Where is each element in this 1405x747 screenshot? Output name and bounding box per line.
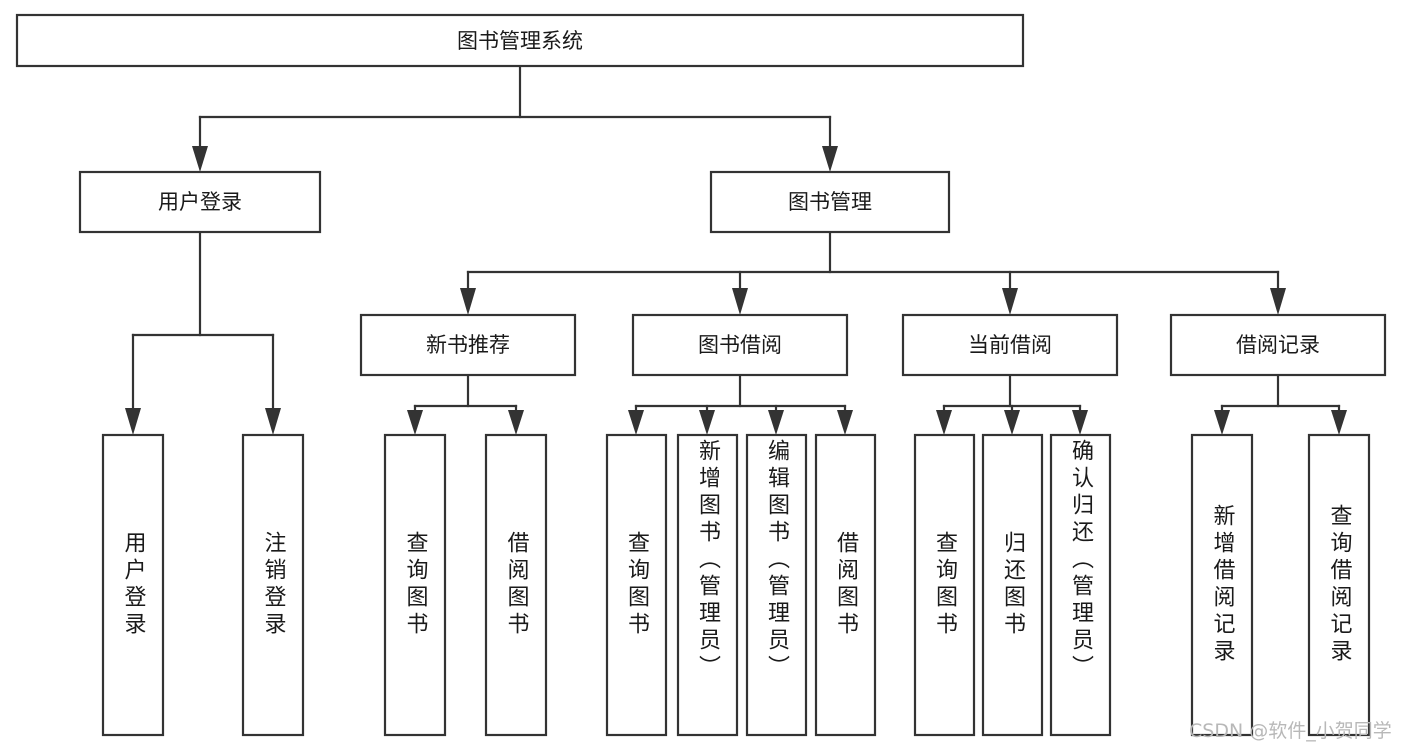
connector-group-root [192,64,838,172]
connector-group-current-borrow [936,373,1088,435]
node-leaf-user-login-rect[interactable] [101,433,165,737]
node-user-login-label: 用户登录 [158,190,242,214]
arrow-head-book-borrow [732,288,748,315]
arrow-head-user-login [192,146,208,172]
node-leaf-add-record-rect[interactable] [1190,433,1254,737]
node-book-borrow-rect[interactable] [631,313,849,377]
node-new-book-recommend-label: 新书推荐 [426,333,510,357]
leaf-boxes [101,433,1371,737]
node-root-label: 图书管理系统 [457,29,583,53]
node-leaf-edit-book-rect[interactable] [745,433,808,737]
arrow-head-current-borrow [1002,288,1018,315]
arrow-head-leaf-borrow-book [837,410,853,435]
node-book-manage[interactable]: 图书管理 [709,170,951,234]
node-root-rect[interactable] [15,13,1025,68]
node-leaf-logout-rect[interactable] [241,433,305,737]
connector-group-book-borrow [628,373,853,435]
node-leaf-return-book-rect[interactable] [981,433,1044,737]
node-root[interactable]: 图书管理系统 [15,13,1025,68]
arrow-head-leaf-return-book [1004,410,1020,435]
arrow-head-leaf-logout [265,408,281,435]
node-current-borrow[interactable]: 当前借阅 [901,313,1119,377]
arrow-head-leaf-user-login [125,408,141,435]
watermark-text: CSDN @软件_小贺同学 [1189,720,1392,742]
node-user-login-rect[interactable] [78,170,322,234]
node-book-borrow-label: 图书借阅 [698,333,782,357]
node-book-manage-rect[interactable] [709,170,951,234]
arrow-head-leaf-borrow-book-rec [508,410,524,435]
node-leaf-query-record-rect[interactable] [1307,433,1371,737]
node-leaf-borrow-book-rec-rect[interactable] [484,433,548,737]
node-new-book-recommend[interactable]: 新书推荐 [359,313,577,377]
connector-group-new-book-recommend [407,373,524,435]
arrow-head-leaf-query-book-rec [407,410,423,435]
arrow-head-leaf-query-record [1331,410,1347,435]
node-user-login[interactable]: 用户登录 [78,170,322,234]
arrow-head-leaf-confirm-return [1072,410,1088,435]
node-leaf-query-book-rec-rect[interactable] [383,433,447,737]
arrow-head-leaf-query-book [628,410,644,435]
arrow-head-leaf-add-record [1214,410,1230,435]
arrow-head-new-book-recommend [460,288,476,315]
node-leaf-query-book-rect[interactable] [605,433,668,737]
node-leaf-confirm-return-rect[interactable] [1049,433,1112,737]
connector-group-user-login [125,230,281,435]
node-borrow-record-rect[interactable] [1169,313,1387,377]
node-book-borrow[interactable]: 图书借阅 [631,313,849,377]
node-leaf-add-book-rect[interactable] [676,433,739,737]
node-leaf-query-book-cur-rect[interactable] [913,433,976,737]
node-leaf-borrow-book-rect[interactable] [814,433,877,737]
arrow-head-book-manage [822,146,838,172]
connector-group-borrow-record [1214,373,1347,435]
node-new-book-recommend-rect[interactable] [359,313,577,377]
node-current-borrow-rect[interactable] [901,313,1119,377]
arrow-head-leaf-edit-book [768,410,784,435]
arrow-head-borrow-record [1270,288,1286,315]
node-borrow-record[interactable]: 借阅记录 [1169,313,1387,377]
node-book-manage-label: 图书管理 [788,190,872,214]
node-current-borrow-label: 当前借阅 [968,333,1052,357]
arrow-head-leaf-add-book [699,410,715,435]
node-borrow-record-label: 借阅记录 [1236,333,1320,357]
arrow-head-leaf-query-book-cur [936,410,952,435]
connector-group-book-manage [460,230,1286,315]
